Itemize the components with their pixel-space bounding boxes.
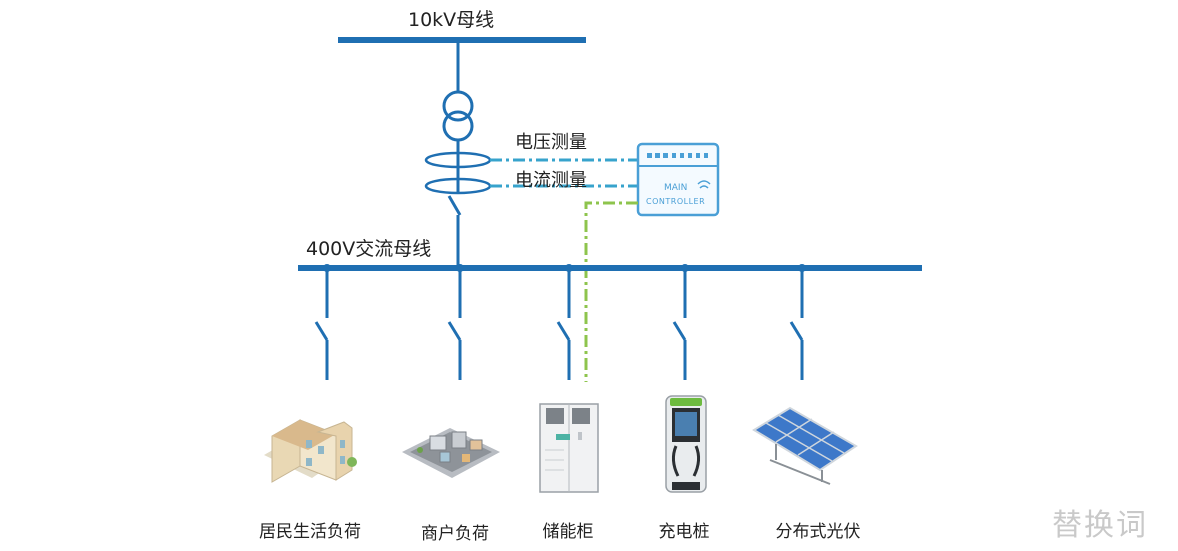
load-label-storage: 储能柜 (543, 522, 594, 542)
hv-bus-label: 10kV母线 (408, 9, 494, 31)
controller-brand-bottom: CONTROLLER (646, 197, 705, 206)
lv-bus-label: 400V交流母线 (306, 238, 431, 260)
energy-storage-cabinet-icon (539, 403, 599, 493)
current-measure-label: 电流测量 (515, 170, 587, 191)
commercial-building-icon (402, 428, 500, 478)
load-label-solar: 分布式光伏 (776, 522, 861, 542)
residential-building-icon (264, 419, 357, 483)
control-signal-line (584, 201, 638, 382)
load-label-commercial: 商户负荷 (421, 524, 489, 544)
transformer-icon (442, 90, 474, 142)
feeder-solar (789, 264, 806, 380)
solar-panel-icon (752, 406, 858, 485)
watermark-text: 替换词 (1052, 508, 1148, 543)
load-label-charger: 充电桩 (659, 522, 710, 542)
main-breaker-switch (447, 195, 462, 216)
wifi-signal-icon (697, 180, 711, 189)
controller-brand-top: MAIN (664, 183, 687, 193)
controller-led-row (647, 153, 708, 158)
feeder-charger (672, 264, 689, 380)
feeder-residential (314, 264, 331, 380)
voltage-measure-label: 电压测量 (515, 132, 587, 153)
load-label-residential: 居民生活负荷 (259, 522, 361, 542)
ev-charger-icon (665, 395, 707, 493)
main-controller-device: MAIN CONTROLLER (636, 142, 720, 217)
feeder-storage (556, 264, 573, 380)
feeder-commercial (447, 264, 464, 380)
